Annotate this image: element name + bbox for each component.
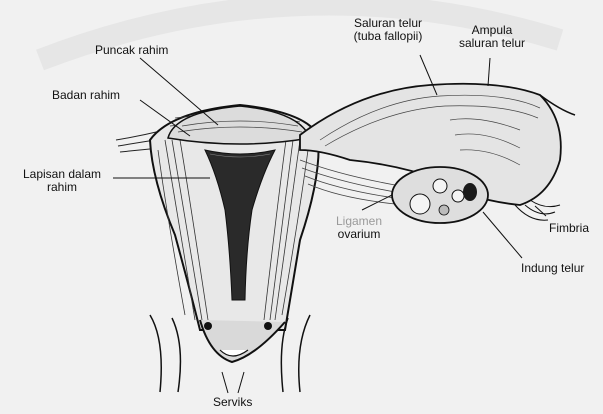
label-badan-rahim: Badan rahim (52, 89, 120, 102)
label-lapisan-dalam-rahim: Lapisan dalam rahim (12, 168, 112, 194)
label-serviks: Serviks (213, 396, 252, 409)
label-puncak-rahim: Puncak rahim (95, 44, 168, 57)
label-indung-telur: Indung telur (521, 262, 584, 275)
fundus-cap (168, 106, 310, 144)
label-saluran-telur: Saluran telur (tuba fallopii) (338, 17, 438, 43)
cervix (200, 320, 285, 362)
label-lapisan-dalam-line2: rahim (12, 181, 112, 194)
ovary (392, 167, 488, 223)
label-ampula-line2: saluran telur (450, 37, 534, 50)
label-ligamen-line2: ovarium (322, 228, 396, 241)
label-fimbria: Fimbria (549, 222, 589, 235)
label-ampula-saluran-telur: Ampula saluran telur (450, 24, 534, 50)
label-saluran-telur-line2: (tuba fallopii) (338, 30, 438, 43)
label-ligamen-ovarium: Ligamen ovarium (322, 215, 396, 241)
